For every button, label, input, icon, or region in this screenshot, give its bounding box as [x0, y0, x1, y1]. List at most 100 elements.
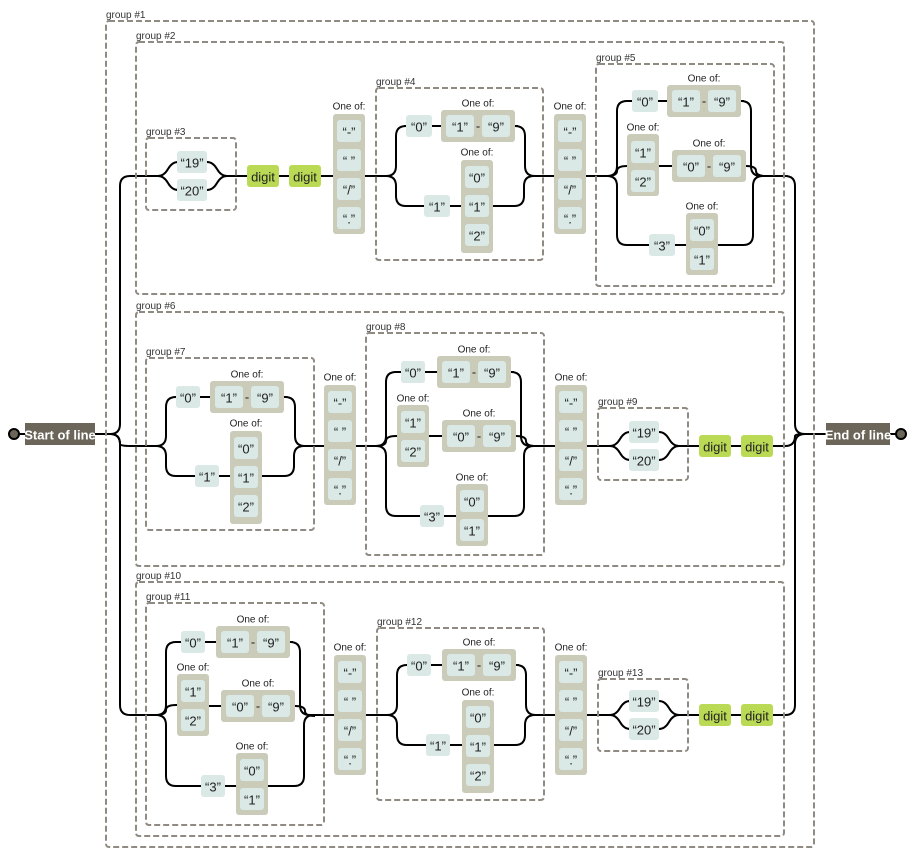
literal-node: “.”: [558, 207, 582, 229]
literal-text: “-”: [565, 666, 578, 681]
literal-text: “19”: [180, 156, 203, 171]
literal-node: “.”: [559, 478, 583, 500]
literal-node: “1”: [221, 631, 249, 653]
range-dash: -: [477, 658, 481, 673]
literal-box: [426, 734, 450, 756]
digit-node: digit: [289, 165, 321, 187]
one-of-label: One of:: [177, 663, 210, 674]
start-of-line-label: Start of line: [24, 428, 96, 443]
one-of-label: One of:: [686, 202, 719, 213]
literal-text: “/”: [565, 454, 577, 469]
one-of-box: [333, 114, 365, 234]
literal-text: “0”: [238, 442, 254, 457]
branch-curve: [155, 704, 177, 716]
literal-node: “9”: [262, 695, 290, 717]
literal-box: [447, 654, 475, 676]
group-border: [135, 41, 785, 295]
literal-node: “19”: [629, 690, 659, 712]
literal-box: [447, 425, 475, 447]
branch-curve: [385, 175, 424, 207]
literal-node: “1”: [401, 411, 425, 433]
literal-node: “0”: [181, 631, 205, 653]
group-11: group #11: [145, 592, 325, 826]
branch-curve: [283, 445, 305, 477]
literal-text: “9”: [489, 659, 505, 674]
literal-node: “/”: [558, 178, 582, 200]
literal-node: “/”: [559, 449, 583, 471]
start-of-line-anchor: Start of line: [24, 423, 96, 445]
literal-node: “9”: [708, 90, 736, 112]
one-of-box: [555, 655, 587, 775]
one-of-label: One of:: [555, 373, 588, 384]
branch-curve: [514, 125, 554, 177]
literal-box: [328, 420, 352, 442]
literal-box: [558, 207, 582, 229]
literal-node: “19”: [629, 421, 659, 443]
literal-node: “-”: [337, 120, 361, 142]
literal-node: “-”: [328, 391, 352, 413]
literal-box: [338, 661, 362, 683]
literal-node: “2”: [401, 440, 425, 462]
one-of-label: One of:: [236, 742, 269, 753]
literal-box: [424, 195, 450, 217]
one-of-box: [324, 385, 356, 505]
one-of-label: One of:: [242, 679, 275, 690]
group-12: group #12: [376, 617, 545, 801]
literal-text: “/”: [344, 724, 356, 739]
literal-node: “1”: [446, 115, 474, 137]
branch-curve: [513, 175, 535, 207]
digit-text: digit: [293, 170, 317, 185]
literal-node: “0”: [234, 437, 258, 459]
branch-curve: [609, 714, 631, 730]
literal-node: “/”: [559, 719, 583, 741]
literal-box: [460, 519, 484, 541]
literal-text: “.”: [564, 212, 576, 227]
literal-text: “1”: [238, 471, 254, 486]
group-label: group #13: [598, 668, 643, 679]
literal-text: “0”: [637, 95, 653, 110]
literal-node: “-”: [559, 391, 583, 413]
literal-node: “2”: [631, 170, 655, 192]
one-of-label: One of:: [458, 345, 491, 356]
range-dash: -: [707, 159, 711, 174]
literal-box: [420, 505, 444, 527]
group-border: [135, 581, 785, 837]
group-border: [595, 63, 775, 287]
literal-box: [559, 690, 583, 712]
one-of-box: [334, 655, 366, 775]
literal-text: “-”: [344, 666, 357, 681]
literal-node: “-”: [338, 661, 362, 683]
literal-box: [465, 195, 489, 217]
literal-text: “0”: [232, 700, 248, 715]
literal-box: [446, 115, 474, 137]
literal-text: “ ”: [565, 425, 577, 440]
literal-node: “3”: [201, 775, 225, 797]
literal-node: “20”: [629, 449, 659, 471]
group-label: group #6: [136, 301, 176, 312]
anchor-box: [826, 423, 890, 445]
literal-text: “ ”: [565, 695, 577, 710]
end-terminal-icon: [895, 428, 907, 440]
literal-box: [482, 115, 510, 137]
literal-text: “2”: [185, 714, 201, 729]
literal-text: “0”: [470, 711, 486, 726]
branch-curve: [510, 371, 555, 447]
literal-text: “9”: [263, 636, 279, 651]
one-of-label: One of:: [463, 638, 496, 649]
literal-text: “ ”: [564, 154, 576, 169]
literal-node: “1”: [426, 734, 450, 756]
literal-node: “ ”: [559, 690, 583, 712]
literal-box: [338, 690, 362, 712]
literal-box: [240, 759, 264, 781]
literal-text: “2”: [469, 229, 485, 244]
group-7: group #7: [145, 347, 315, 531]
literal-text: “1”: [678, 95, 694, 110]
literal-box: [631, 170, 655, 192]
one-of-label: One of:: [334, 643, 367, 654]
literal-box: [401, 361, 425, 383]
literal-node: “0”: [690, 219, 714, 241]
literal-text: “9”: [714, 95, 730, 110]
literal-box: [478, 361, 506, 383]
